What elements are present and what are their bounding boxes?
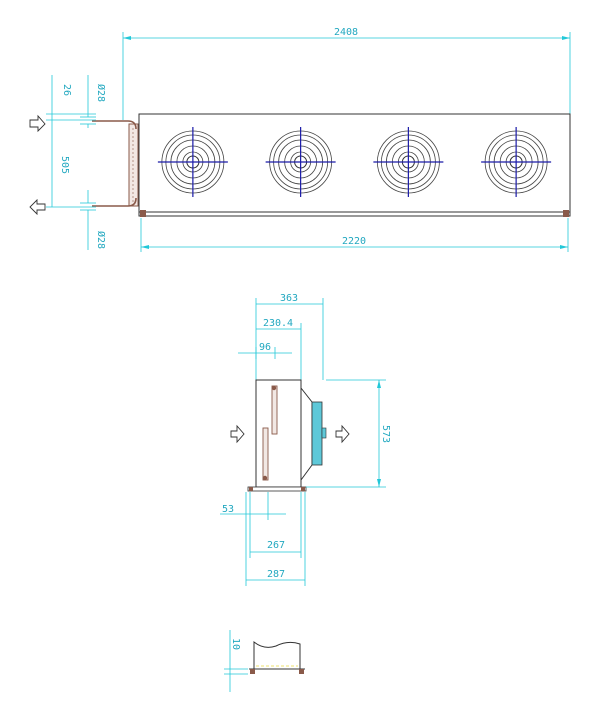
top-view: 2408 [29,27,571,252]
overall-length-dimension: 2408 [122,27,571,120]
body-length-label: 2220 [342,236,366,247]
inlet-diameter-label: Ø28 [95,84,107,102]
foot-dimensions: 53 267 287 [220,492,306,586]
arrow-right-icon [29,114,46,133]
height-label: 573 [380,425,391,443]
mount-foot-left [140,210,146,217]
airflow-in-arrow-icon [230,424,245,444]
pipe-header [92,120,139,207]
fan-row [157,127,552,197]
coil-block [311,401,323,466]
pipe-upper [271,385,278,435]
detail-view: 10 [224,630,305,692]
foot-height-dimension: 10 [224,630,248,692]
height-dimension: 573 [306,379,391,488]
pipe-spacing-label: 505 [59,156,70,174]
arrow-left-icon [29,198,46,216]
overall-depth-label: 363 [280,293,298,304]
outlet-diameter-label: Ø28 [95,231,107,249]
pipe-dimensions: 26 505 Ø28 Ø28 [46,75,107,250]
coil-depth-label: 230.4 [263,318,293,329]
foot-height-label: 10 [230,638,241,650]
overall-length-label: 2408 [334,27,358,38]
pipe-lower [262,427,269,481]
fan-icon [265,127,336,197]
depth-dimensions: 363 230.4 96 [238,293,324,380]
foot-offset-label: 53 [222,504,234,515]
body-length-dimension: 2220 [140,218,569,252]
pipe-offset-label: 26 [61,84,72,96]
foot-inner-span-label: 267 [267,540,285,551]
fan-icon [481,127,552,197]
foot-outer-span-label: 287 [267,569,285,580]
fan-icon [157,127,228,197]
unit-body-top [138,113,571,217]
mount-foot-right [563,210,569,217]
fan-icon [373,127,444,197]
side-view: 363 230.4 96 573 [220,293,391,586]
airflow-out-arrow-icon [335,424,350,444]
pipe-offset-side-label: 96 [259,342,271,353]
